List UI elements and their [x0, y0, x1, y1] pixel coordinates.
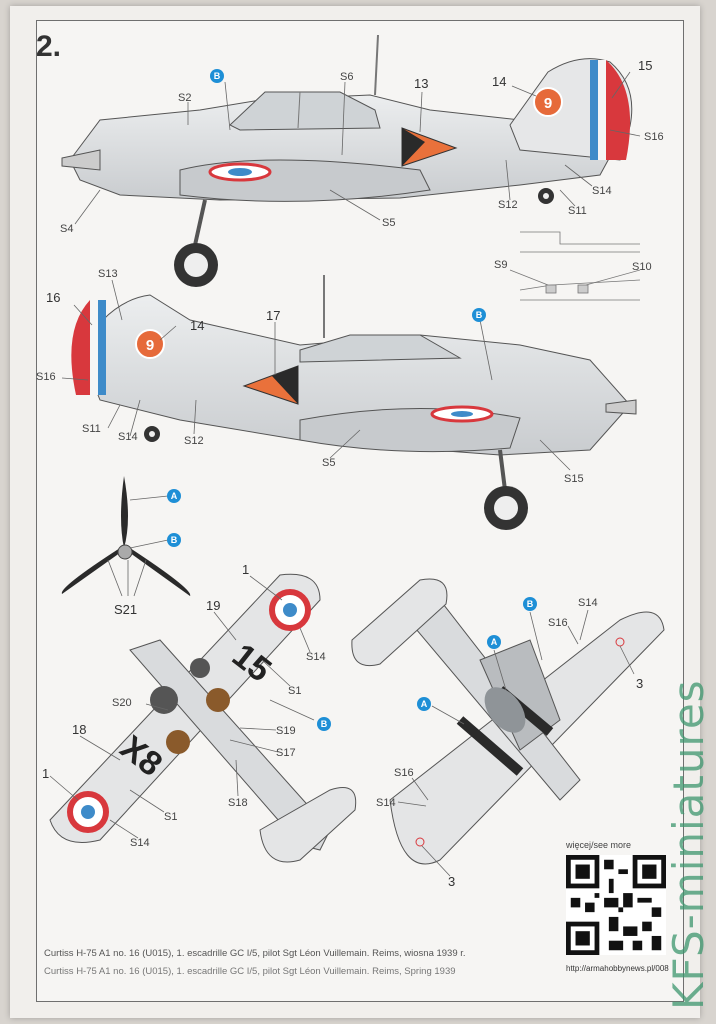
- label-16: 16: [46, 290, 60, 305]
- watermark: KFS-miniatures: [664, 679, 713, 1010]
- label-S16-top2: S16: [394, 767, 414, 779]
- label-S17: S17: [276, 747, 296, 759]
- label-3-top: 3: [636, 676, 643, 691]
- label-S4: S4: [60, 223, 73, 235]
- side-view-left: 9: [61, 34, 633, 287]
- label-1-top: 1: [242, 562, 249, 577]
- label-13: 13: [414, 76, 428, 91]
- label-S6: S6: [340, 71, 353, 83]
- badge-B-under: B: [317, 717, 331, 731]
- label-S20: S20: [112, 697, 132, 709]
- caption-english: Curtiss H-75 A1 no. 16 (U015), 1. escadr…: [44, 966, 456, 977]
- label-S9: S9: [494, 259, 507, 271]
- label-S11: S11: [568, 205, 587, 217]
- label-S12: S12: [498, 199, 518, 211]
- label-1-bottom: 1: [42, 766, 49, 781]
- badge-A-top-view-2: A: [417, 697, 431, 711]
- caption-polish: Curtiss H-75 A1 no. 16 (U015), 1. escadr…: [44, 948, 466, 959]
- label-S14b: S14: [118, 431, 138, 443]
- badge-B-top: B: [210, 69, 224, 83]
- page-number: 2.: [36, 30, 62, 63]
- label-S19: S19: [276, 725, 296, 737]
- svg-text:B: B: [171, 535, 178, 545]
- label-S13: S13: [98, 268, 118, 280]
- top-view: [351, 578, 665, 865]
- side-view-right: 9: [71, 275, 637, 530]
- label-S14-top2: S14: [376, 797, 396, 809]
- label-17: 17: [266, 308, 280, 323]
- see-more-label: więcej/see more: [566, 840, 632, 850]
- propeller: [61, 476, 191, 596]
- label-S1-under: S1: [288, 685, 301, 697]
- svg-text:A: A: [171, 491, 178, 501]
- label-S2: S2: [178, 92, 191, 104]
- label-S16: S16: [644, 131, 664, 143]
- label-S5b: S5: [322, 457, 335, 469]
- svg-text:A: A: [421, 699, 428, 709]
- svg-text:B: B: [214, 71, 221, 81]
- label-S21: S21: [114, 602, 137, 617]
- label-S14: S14: [592, 185, 612, 197]
- label-S11b: S11: [82, 423, 101, 435]
- label-18: 18: [72, 722, 86, 737]
- label-19: 19: [206, 598, 220, 613]
- label-S16-top: S16: [548, 617, 568, 629]
- label-S14-top: S14: [578, 597, 598, 609]
- label-S14-under: S14: [306, 651, 326, 663]
- svg-text:B: B: [321, 719, 328, 729]
- underside-view: 15 X8: [49, 573, 357, 863]
- badge-B-side-bottom: B: [472, 308, 486, 322]
- svg-text:B: B: [527, 599, 534, 609]
- label-14: 14: [492, 74, 506, 89]
- label-S16b: S16: [36, 371, 56, 383]
- label-S12b: S12: [184, 435, 204, 447]
- label-S10: S10: [632, 261, 652, 273]
- label-S1-bottom: S1: [164, 811, 177, 823]
- label-14b: 14: [190, 318, 204, 333]
- badge-B-prop: B: [167, 533, 181, 547]
- svg-text:A: A: [491, 637, 498, 647]
- badge-A-prop: A: [167, 489, 181, 503]
- label-S15: S15: [564, 473, 584, 485]
- detail-inset: [509, 231, 641, 301]
- qr-code[interactable]: [566, 852, 666, 958]
- label-3-bottom: 3: [448, 874, 455, 889]
- badge-B-top-view: B: [523, 597, 537, 611]
- label-15: 15: [638, 58, 652, 73]
- svg-text:B: B: [476, 310, 483, 320]
- badge-A-top-view-1: A: [487, 635, 501, 649]
- label-S5: S5: [382, 217, 395, 229]
- tail-number-top: 9: [544, 95, 552, 112]
- label-S18: S18: [228, 797, 248, 809]
- label-S14-bottom: S14: [130, 837, 150, 849]
- tail-number-bottom: 9: [146, 337, 154, 354]
- website-link[interactable]: http://armahobbynews.pl/008: [566, 964, 669, 973]
